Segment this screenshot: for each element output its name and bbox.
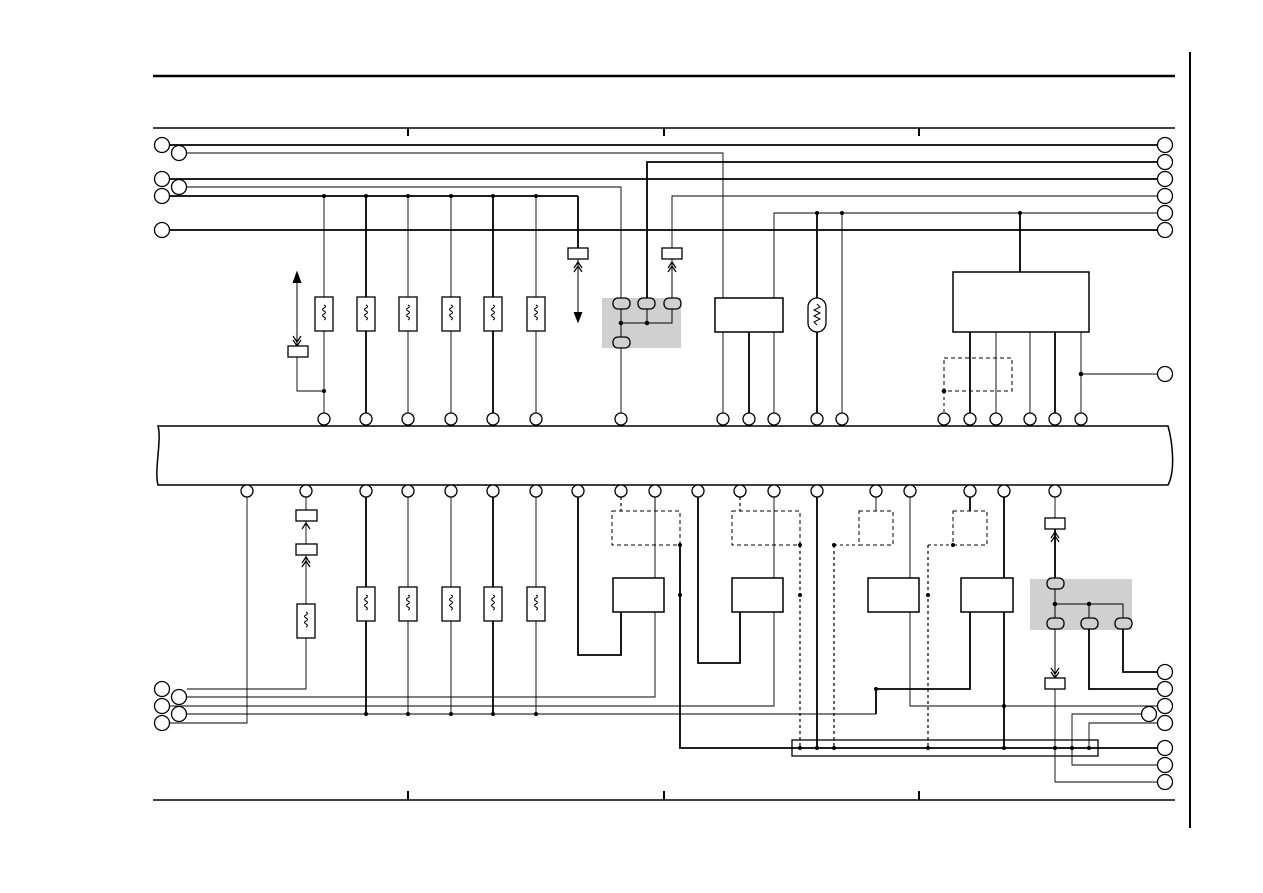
control-module-b — [941, 271, 1157, 419]
left-terminals — [153, 136, 188, 732]
lower-junction-dots — [364, 543, 1091, 750]
relay-coil — [526, 586, 546, 622]
right-terminals — [1140, 136, 1174, 791]
relay-coil — [526, 296, 546, 332]
relay-coil — [314, 296, 334, 332]
relay-coil — [398, 586, 418, 622]
connector-element — [567, 247, 683, 324]
main-connector-block — [156, 425, 1174, 486]
switch-group-lower — [1044, 517, 1133, 690]
upper-junction-dots — [322, 194, 1022, 393]
control-module-f — [928, 497, 1014, 613]
relay-coil — [441, 586, 461, 622]
lower-connector-pins — [240, 484, 1062, 498]
upper-connector-pins — [317, 412, 1088, 426]
sensor-element — [295, 509, 318, 568]
resistor-element — [807, 297, 827, 419]
control-module-c — [611, 497, 681, 613]
sensor-element — [287, 270, 309, 358]
control-module-a — [714, 297, 784, 419]
control-module-e — [834, 497, 920, 613]
relay-coil — [483, 586, 503, 622]
relay-coil — [398, 296, 418, 332]
page-frame — [153, 52, 1191, 828]
relay-coil — [296, 603, 316, 639]
relay-coil — [483, 296, 503, 332]
switch-group-upper — [612, 297, 682, 419]
control-module-d — [731, 497, 801, 613]
relay-coil — [356, 296, 376, 332]
lower-wires — [170, 497, 1157, 783]
upper-bus-lines — [170, 144, 1157, 419]
relay-coil — [441, 296, 461, 332]
relay-coil — [356, 586, 376, 622]
